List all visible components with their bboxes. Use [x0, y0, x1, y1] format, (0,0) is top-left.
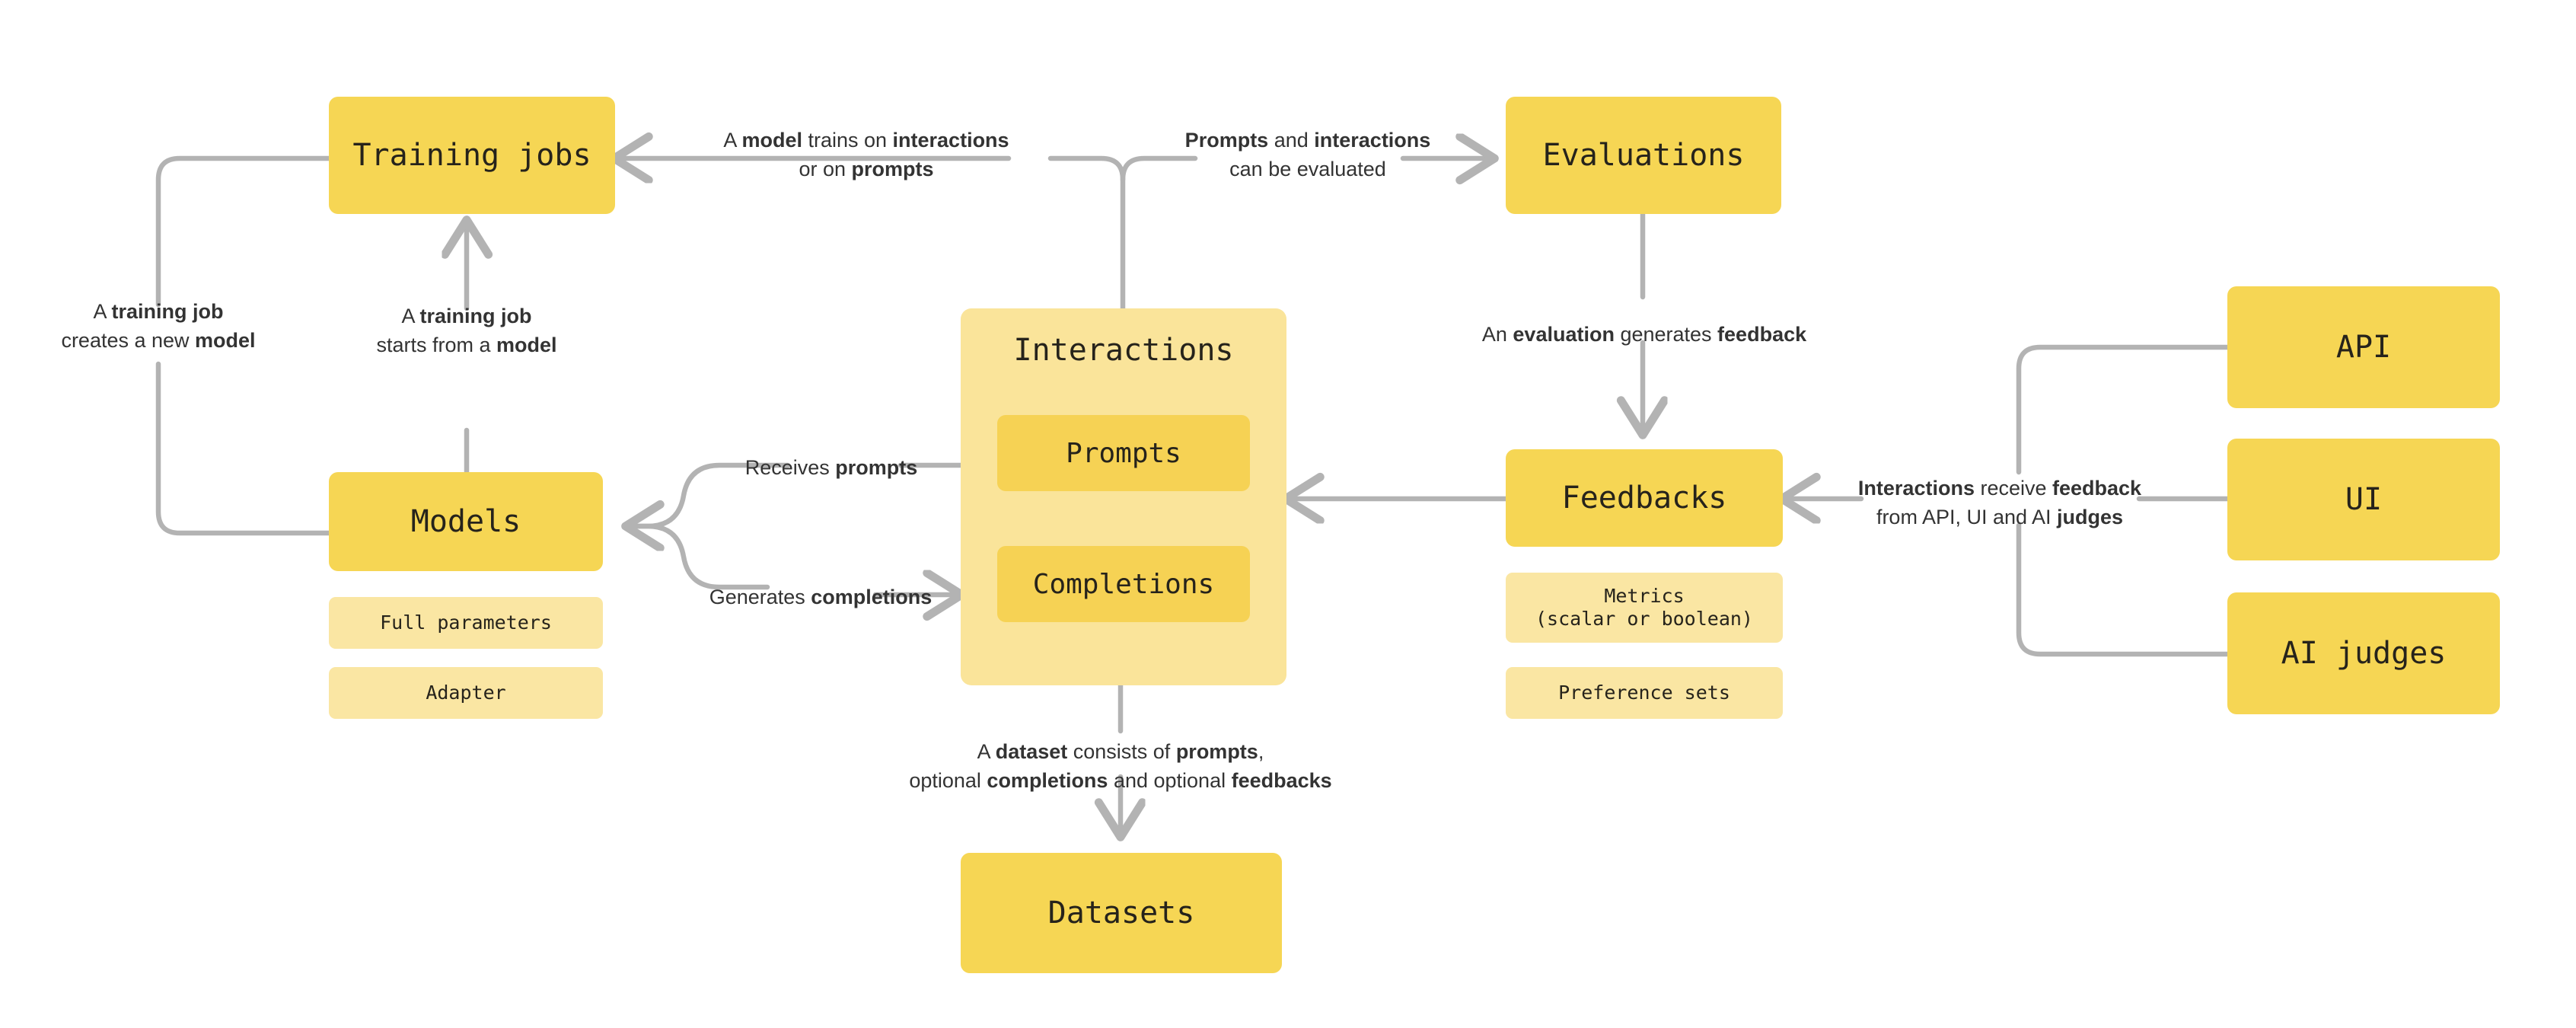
node-models-adapter[interactable]: Adapter [329, 667, 603, 719]
node-ui[interactable]: UI [2227, 439, 2500, 560]
node-api[interactable]: API [2227, 286, 2500, 408]
node-models-full-parameters[interactable]: Full parameters [329, 597, 603, 649]
edge-label-generates-completions: Generates completions [709, 586, 933, 608]
edge-label-receives-prompts: Receives prompts [744, 456, 918, 479]
node-evaluations[interactable]: Evaluations [1506, 97, 1781, 214]
node-completions[interactable]: Completions [997, 546, 1250, 622]
wire-api-merge [2016, 344, 2230, 475]
node-feedbacks-metrics[interactable]: Metrics (scalar or boolean) [1506, 573, 1783, 643]
node-ai-judges[interactable]: AI judges [2227, 592, 2500, 714]
node-prompts[interactable]: Prompts [997, 415, 1250, 491]
node-datasets[interactable]: Datasets [961, 853, 1282, 973]
node-feedbacks-preference-sets[interactable]: Preference sets [1506, 667, 1783, 719]
wire-trainingjobs-loop-down [155, 155, 332, 308]
wire-interactions-to-trainingjobs [1047, 155, 1126, 315]
group-interactions-title: Interactions [1013, 333, 1234, 368]
edge-label-evaluation-generates-feedback: An evaluation generates feedback [1481, 323, 1807, 346]
wire-generates-completions-curve [623, 523, 770, 590]
node-models[interactable]: Models [329, 472, 603, 571]
wire-aijudges-merge [2016, 522, 2230, 657]
node-training-jobs[interactable]: Training jobs [329, 97, 615, 214]
node-feedbacks[interactable]: Feedbacks [1506, 449, 1783, 547]
group-interactions[interactable]: Interactions Prompts Completions [961, 308, 1286, 685]
edge-label-dataset-consists: A dataset consists of prompts,optional c… [909, 740, 1332, 793]
